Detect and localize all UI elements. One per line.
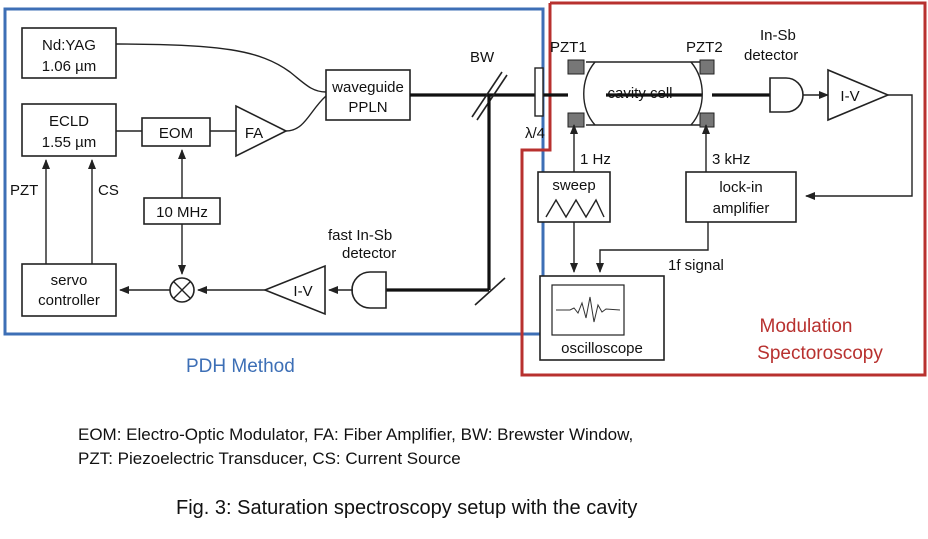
pzt2-label: PZT2 <box>686 39 723 56</box>
quarter-wave-label: λ/4 <box>525 125 545 142</box>
oscilloscope-label: oscilloscope <box>561 340 643 357</box>
mirror-2 <box>690 61 703 126</box>
iv-converter-pdh <box>262 264 326 316</box>
mirror-1 <box>583 61 596 126</box>
fa-fiber <box>285 95 327 132</box>
mixer <box>169 277 195 303</box>
sweep-generator: sweep <box>537 171 611 223</box>
quarter-wave-plate <box>534 67 544 117</box>
servo-label: servo <box>51 272 88 289</box>
lockin-amplifier: lock-in amplifier <box>685 171 797 223</box>
cavity-cell: cavity cell <box>567 59 715 128</box>
fiber-amplifier: FA <box>235 104 288 158</box>
brewster-window <box>471 71 503 118</box>
ecld-label: ECLD <box>49 113 89 130</box>
pzt1-top <box>567 59 585 75</box>
ndyag-wavelength: 1.06 µm <box>42 58 97 75</box>
sweep-label: sweep <box>552 177 595 194</box>
insb-detector-label-2: detector <box>744 47 798 64</box>
modulation-region-frame <box>520 1 927 377</box>
pzt2-top <box>699 59 715 75</box>
bw-label: BW <box>470 49 495 66</box>
ndyag-fiber <box>115 43 327 93</box>
lockin-label-2: amplifier <box>713 200 770 217</box>
ndyag-laser: Nd:YAG 1.06 µm <box>21 27 117 79</box>
rf-source: 10 MHz <box>143 197 221 225</box>
modulation-region-label-2: Spectoroscopy <box>757 343 883 364</box>
iv-mod-label: I-V <box>840 88 859 105</box>
signal-1f-label: 1f signal <box>668 257 724 274</box>
waveguide-label: waveguide <box>331 79 404 96</box>
iv-pdh-label: I-V <box>293 283 312 300</box>
triangle-wave-icon <box>545 198 605 219</box>
pdh-region-label: PDH Method <box>186 356 295 377</box>
iv-converter-mod <box>827 68 891 122</box>
pzt-label: PZT <box>10 182 38 199</box>
oscilloscope: oscilloscope <box>539 275 665 361</box>
pzt1-label: PZT1 <box>550 39 587 56</box>
insb-detector <box>769 77 804 113</box>
rf-label: 10 MHz <box>156 204 208 221</box>
ndyag-label: Nd:YAG <box>42 37 96 54</box>
insb-detector-label: In-Sb <box>760 27 796 44</box>
sweep-freq-label: 1 Hz <box>580 151 611 168</box>
pzt1-bottom <box>567 112 585 128</box>
eom-box: EOM <box>141 117 211 147</box>
fa-label: FA <box>245 125 263 142</box>
modulation-region-label: Modulation <box>760 316 853 337</box>
waveguide-ppln: waveguide PPLN <box>325 69 411 121</box>
ecld-wavelength: 1.55 µm <box>42 134 97 151</box>
fast-detector-label-2: detector <box>342 245 396 262</box>
mirror <box>474 277 506 306</box>
lockin-label: lock-in <box>719 179 762 196</box>
cavity-label: cavity cell <box>607 85 672 102</box>
scope-trace <box>556 296 621 323</box>
lockin-freq-label: 3 kHz <box>712 151 750 168</box>
legend-line-2: PZT: Piezoelectric Transducer, CS: Curre… <box>78 449 461 468</box>
figure-caption: Fig. 3: Saturation spectroscopy setup wi… <box>176 497 637 519</box>
fast-detector-label: fast In-Sb <box>328 227 392 244</box>
servo-label-2: controller <box>38 292 100 309</box>
servo-controller: servo controller <box>21 263 117 317</box>
eom-label: EOM <box>159 125 193 142</box>
ppln-label: PPLN <box>348 99 387 116</box>
legend-line-1: EOM: Electro-Optic Modulator, FA: Fiber … <box>78 425 633 444</box>
pzt2-bottom <box>699 112 715 128</box>
ecld-laser: ECLD 1.55 µm <box>21 103 117 157</box>
fast-insb-detector <box>351 271 387 309</box>
cs-label: CS <box>98 182 119 199</box>
